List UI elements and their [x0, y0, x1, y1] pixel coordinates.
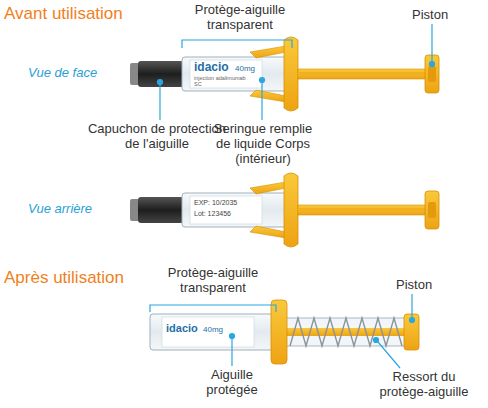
part-name: Capuchon de protection de l'aiguille [82, 122, 232, 152]
part-name: Piston [396, 278, 446, 293]
expiry-print: EXP: 10/2035 [194, 199, 260, 207]
syringe-print: injection adalimumab SC [194, 75, 254, 88]
part-name: Protège-aiguille transparent [158, 266, 268, 296]
part-name: Ressort du protège-aiguille [368, 370, 480, 400]
part-name: Protège-aiguille transparent [185, 3, 295, 33]
section-heading: Avant utilisation [4, 4, 224, 24]
view-name: Vue arrière [28, 202, 128, 217]
part-name: Aiguille protégée [196, 368, 268, 398]
part-name: Piston [412, 8, 462, 23]
part-name: Seringue remplie de liquide Corps (intér… [207, 122, 319, 167]
lot-print: Lot: 123456 [194, 210, 260, 218]
dose-mark: 40mg [203, 325, 233, 334]
dose-mark: 40mg [235, 64, 265, 73]
view-name: Vue de face [28, 66, 128, 81]
